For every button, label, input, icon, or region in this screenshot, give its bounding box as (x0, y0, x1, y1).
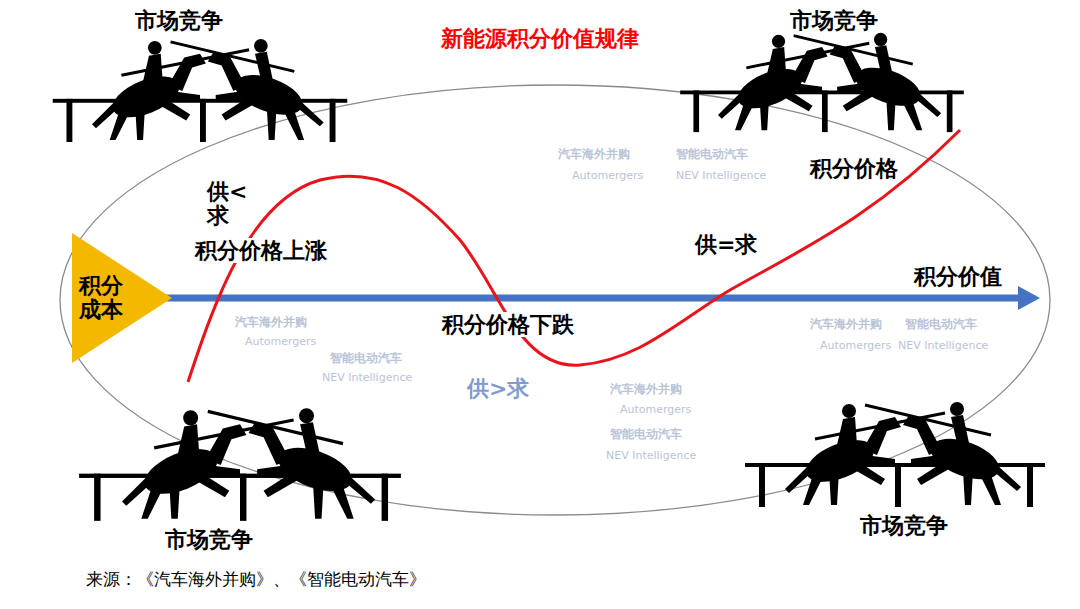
price-label: 积分价格下跌 (440, 312, 576, 337)
supply-demand: 供< 求 (205, 180, 251, 228)
knights-bottom-left (79, 408, 401, 521)
value-axis (150, 295, 1022, 302)
watermark: Automergers (572, 170, 643, 183)
watermark: 汽车海外并购 (810, 318, 882, 332)
price-label: 积分价格 (808, 156, 900, 181)
diagram-title: 新能源积分价值规律 (441, 26, 639, 51)
watermark: NEV Intelligence (898, 340, 988, 353)
value-axis-head (1018, 286, 1040, 310)
side-label: 市场竞争 (135, 8, 223, 33)
watermark: 汽车海外并购 (235, 316, 307, 330)
watermark: Automergers (820, 340, 891, 353)
side-label: 市场竞争 (860, 513, 948, 538)
watermark: 智能电动汽车 (330, 352, 402, 366)
watermark: 汽车海外并购 (558, 148, 630, 162)
watermark: NEV Intelligence (322, 372, 412, 385)
watermark: 智能电动汽车 (676, 148, 748, 162)
watermark: 汽车海外并购 (610, 383, 682, 397)
watermark: NEV Intelligence (606, 450, 696, 463)
price-label: 积分价格上涨 (193, 238, 329, 263)
side-label: 市场竞争 (790, 8, 878, 33)
watermark: Automergers (620, 404, 691, 417)
watermark: 智能电动汽车 (905, 318, 977, 332)
knights-top-left (53, 39, 348, 142)
watermark: 智能电动汽车 (610, 428, 682, 442)
supply-demand: 供>求 (465, 376, 531, 401)
watermark: NEV Intelligence (676, 170, 766, 183)
knights-top-right (680, 33, 964, 132)
watermark: Automergers (245, 336, 316, 349)
price-curve (188, 130, 960, 382)
node-text: 积分成本 (79, 274, 125, 322)
supply-demand: 供=求 (693, 232, 759, 257)
cost-triangle: 积分成本 (72, 233, 172, 363)
value-label: 积分价值 (912, 264, 1004, 289)
knights-bottom-right (745, 402, 1045, 507)
side-label: 市场竞争 (165, 527, 253, 552)
source-caption: 来源：《汽车海外并购》、《智能电动汽车》 (86, 570, 426, 590)
